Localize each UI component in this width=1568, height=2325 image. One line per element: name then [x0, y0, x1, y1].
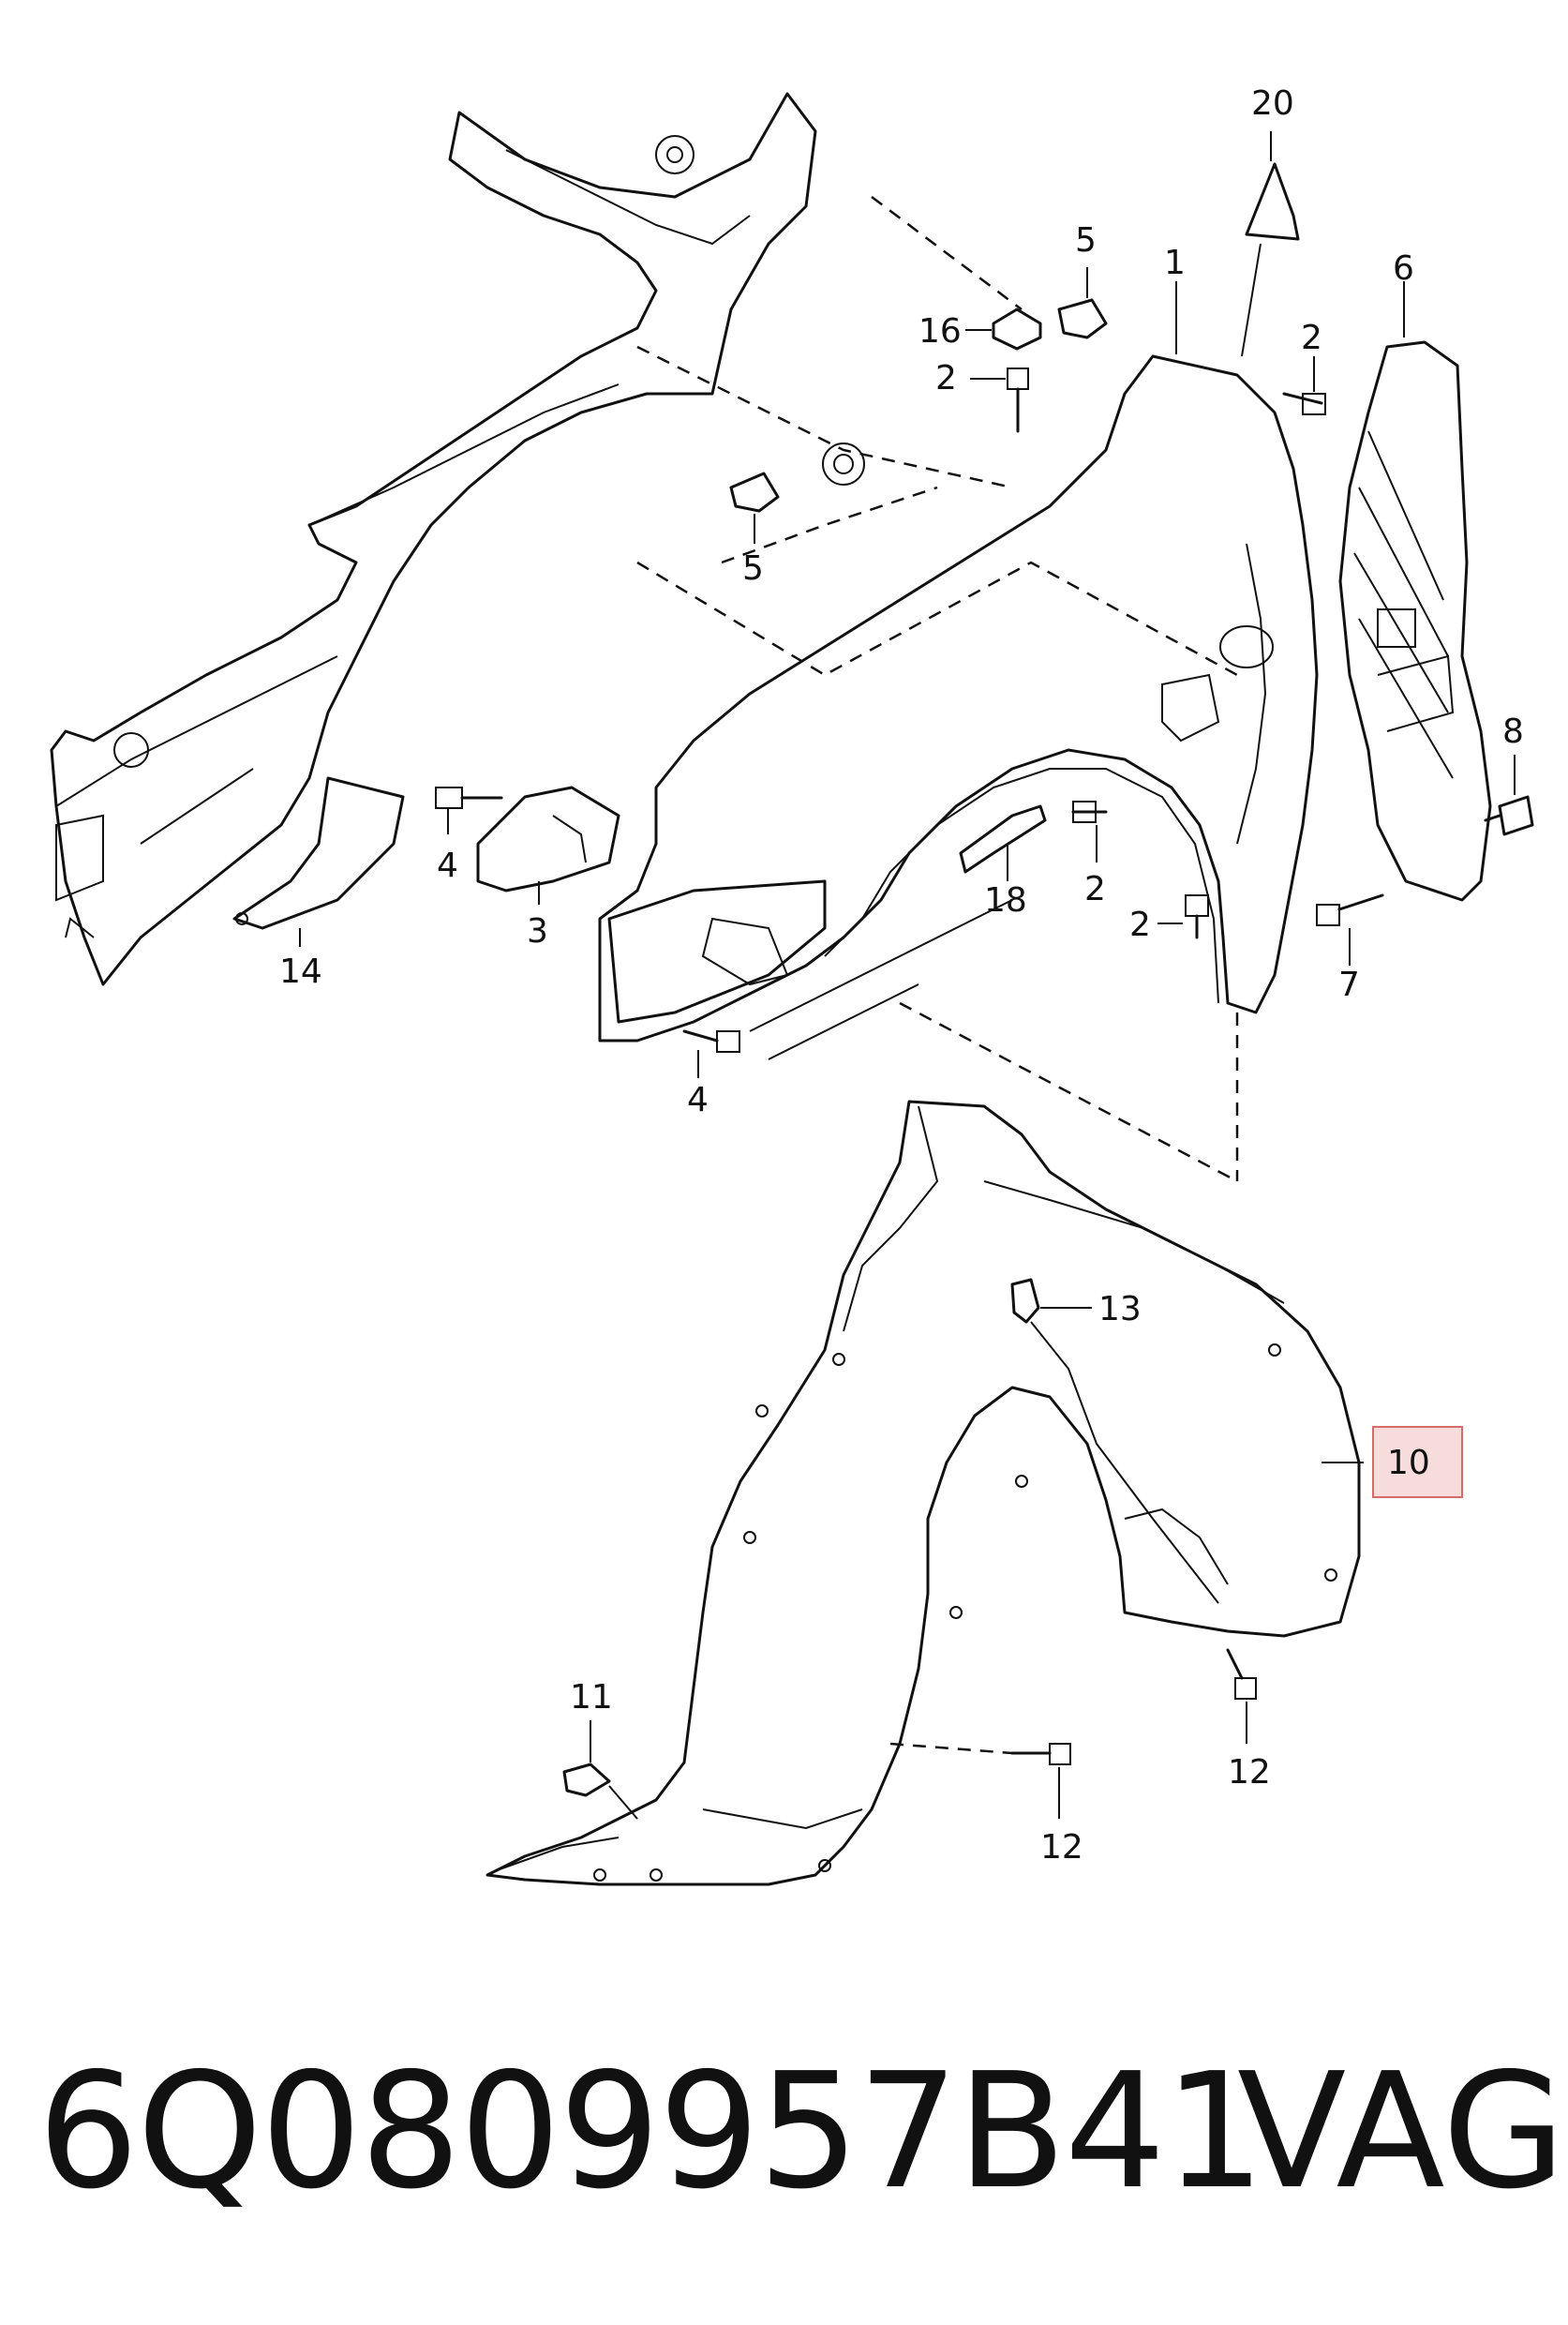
- clip-5-upper: [1057, 267, 1108, 339]
- bolt-2-fender-low: [1157, 894, 1209, 939]
- bolt-4-upper: [435, 787, 503, 834]
- callout-11: 11: [570, 1678, 613, 1717]
- screw-12-right: [1226, 1648, 1257, 1744]
- trim-20: [1241, 131, 1300, 357]
- callout-10-highlight: [1372, 1426, 1463, 1498]
- bolt-16-nut: [965, 308, 1042, 351]
- bolt-4-lower: [682, 1029, 740, 1078]
- callout-6: 6: [1393, 249, 1414, 288]
- bolt-2-upper-left: [970, 368, 1029, 433]
- clip-8: [1484, 755, 1534, 836]
- callout-1: 1: [1164, 244, 1186, 282]
- panel-6: [1338, 281, 1492, 902]
- clip-11: [562, 1720, 638, 1820]
- callout-20: 20: [1251, 84, 1294, 123]
- brand-label: VAG: [1237, 2039, 1566, 2225]
- callout-2-fender-mid: 2: [1084, 870, 1106, 908]
- bolt-2-upper-right: [1282, 356, 1326, 415]
- wheel-arch-liner-10: [485, 1100, 1364, 1886]
- bolt-2-fender-mid: [1071, 801, 1108, 862]
- callout-10: 10: [1387, 1444, 1430, 1482]
- callout-2-upper-right: 2: [1301, 319, 1322, 357]
- front-body-structure: [50, 92, 865, 986]
- callout-4-lower: 4: [687, 1081, 709, 1119]
- callout-12-lower: 12: [1040, 1828, 1083, 1867]
- parts-diagram: 20 5 16 1 6 2 2 5 8 4 3 14 18 2 2 7 4 13…: [50, 84, 1534, 1886]
- callout-18: 18: [984, 881, 1027, 920]
- callout-13: 13: [1098, 1290, 1142, 1328]
- screw-7: [1316, 893, 1384, 966]
- screw-12-lower: [889, 1742, 1071, 1819]
- part-number: 6Q0809957B41: [37, 2039, 1265, 2225]
- bracket-14: [232, 776, 405, 947]
- callout-12-right: 12: [1228, 1753, 1271, 1792]
- callout-5-upper: 5: [1075, 221, 1097, 260]
- callout-3: 3: [527, 912, 548, 951]
- trim-strip-18: [959, 804, 1047, 881]
- callout-4-upper: 4: [437, 847, 458, 885]
- callout-14: 14: [279, 952, 322, 991]
- callout-2-fender-low: 2: [1129, 906, 1151, 944]
- callout-8: 8: [1502, 712, 1524, 751]
- bracket-3: [476, 786, 620, 905]
- callout-5-lower: 5: [742, 549, 764, 588]
- callout-2-upper-left: 2: [935, 359, 957, 398]
- clip-5-lower: [729, 472, 780, 544]
- callout-7: 7: [1338, 966, 1360, 1004]
- sill-rail: [607, 879, 1013, 1060]
- callout-16: 16: [918, 312, 962, 351]
- fender-1: [598, 281, 1319, 1042]
- assembly-dash-lines: [636, 196, 1239, 1183]
- screw-13: [1010, 1278, 1219, 1604]
